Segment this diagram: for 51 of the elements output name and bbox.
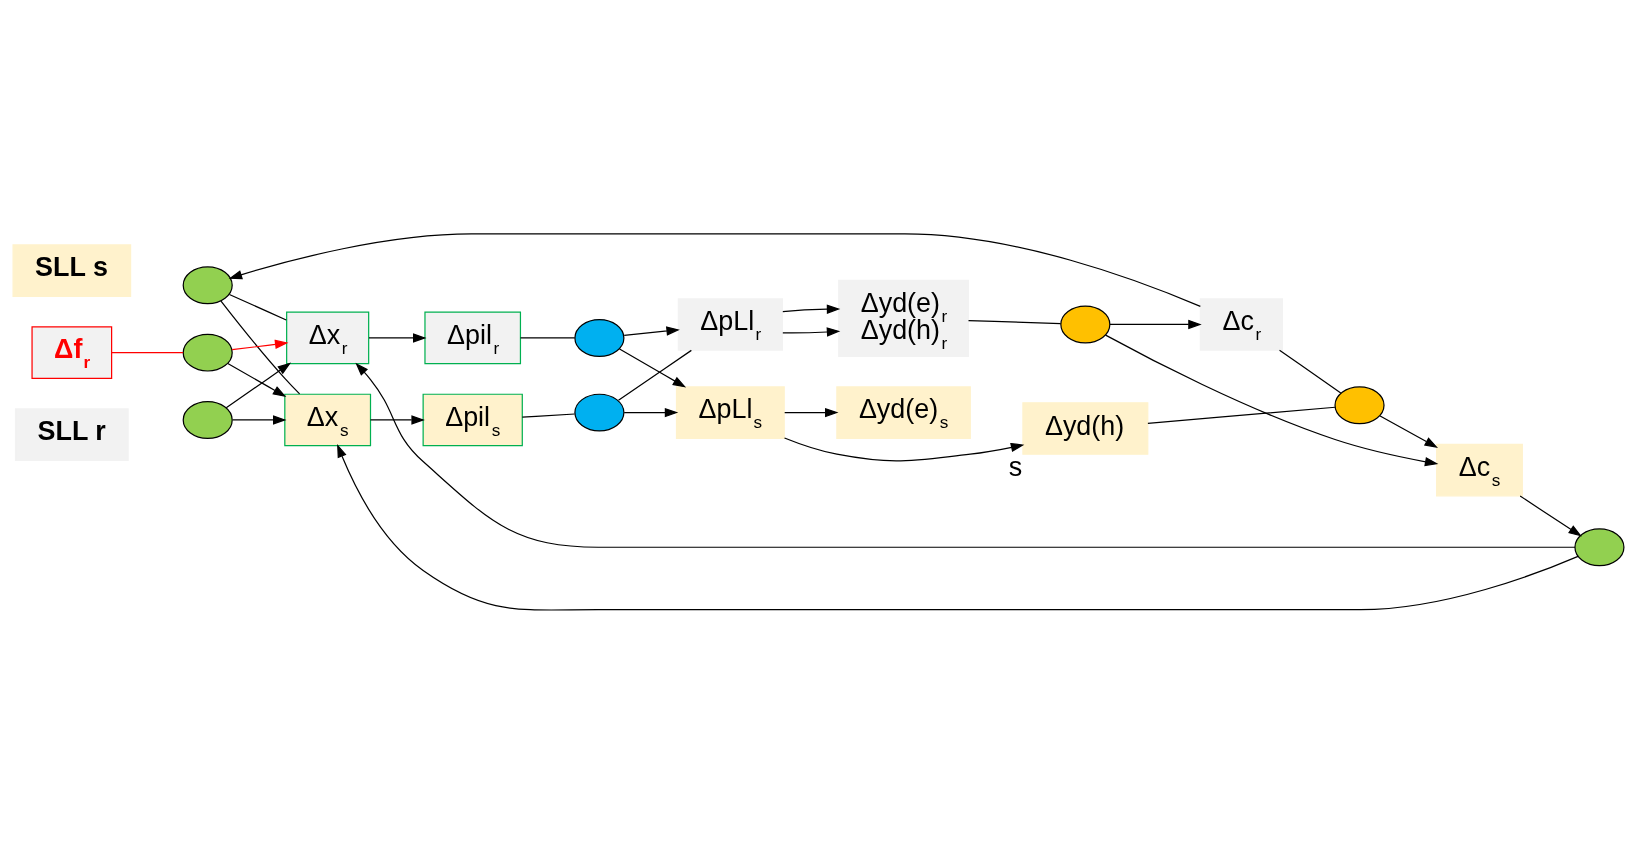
node-box: ΔpLl$_{r}$ [677,298,783,351]
node-circle [574,318,625,357]
arrow [1519,495,1582,537]
arrow [225,362,292,409]
arrow [782,304,841,314]
node-box: Δx$_{s}$ [284,393,372,447]
node-box: Δc$_{r}$ [1199,298,1283,351]
node-box: Δyd(e)$_{r}$ Δyd(h)$_{r}$ [838,279,970,357]
node-box: Δx$_{r}$ [286,311,370,365]
connector [967,319,1062,325]
arrow [623,407,679,418]
connector [1278,349,1342,394]
node-circle [182,333,233,372]
connector [220,300,301,395]
arrow [232,415,287,425]
connector [1147,406,1336,424]
node-box: Δc$_{s}$ [1436,443,1523,497]
arrow [783,437,1025,462]
connector [617,349,692,401]
node-circle [1574,528,1625,567]
connector [111,352,184,354]
node-box: SLL s [12,244,132,297]
arrow [618,348,687,388]
arrow [228,233,1201,307]
connector [519,337,576,339]
arrow [1105,334,1439,467]
node-box: Δpil$_{r}$ [424,311,522,365]
node-box: Δpil$_{s}$ [422,393,523,447]
node-circle [182,266,233,305]
arrow [369,415,425,425]
arrow [1379,415,1438,448]
arrow [231,339,289,351]
arrow [227,362,287,397]
node-circle [1060,305,1111,344]
node-box: Δyd(e)$_{s}$ [836,386,971,439]
arrow [784,407,839,418]
connector [521,413,576,418]
connector [228,293,287,321]
node-circle [574,393,625,432]
arrow [368,333,427,343]
arrow [623,326,680,337]
node-box: Δf$_{r}$ [31,326,113,379]
node-box: Δyd(h) [1022,402,1149,455]
arrow [337,443,1579,611]
node-circle [1334,386,1385,425]
arrow [355,362,1576,548]
arrow [782,327,841,337]
node-label: s [1008,451,1023,482]
node-box: ΔpLl$_{s}$ [675,386,785,439]
arrow [1109,319,1202,330]
node-circle [182,400,233,439]
